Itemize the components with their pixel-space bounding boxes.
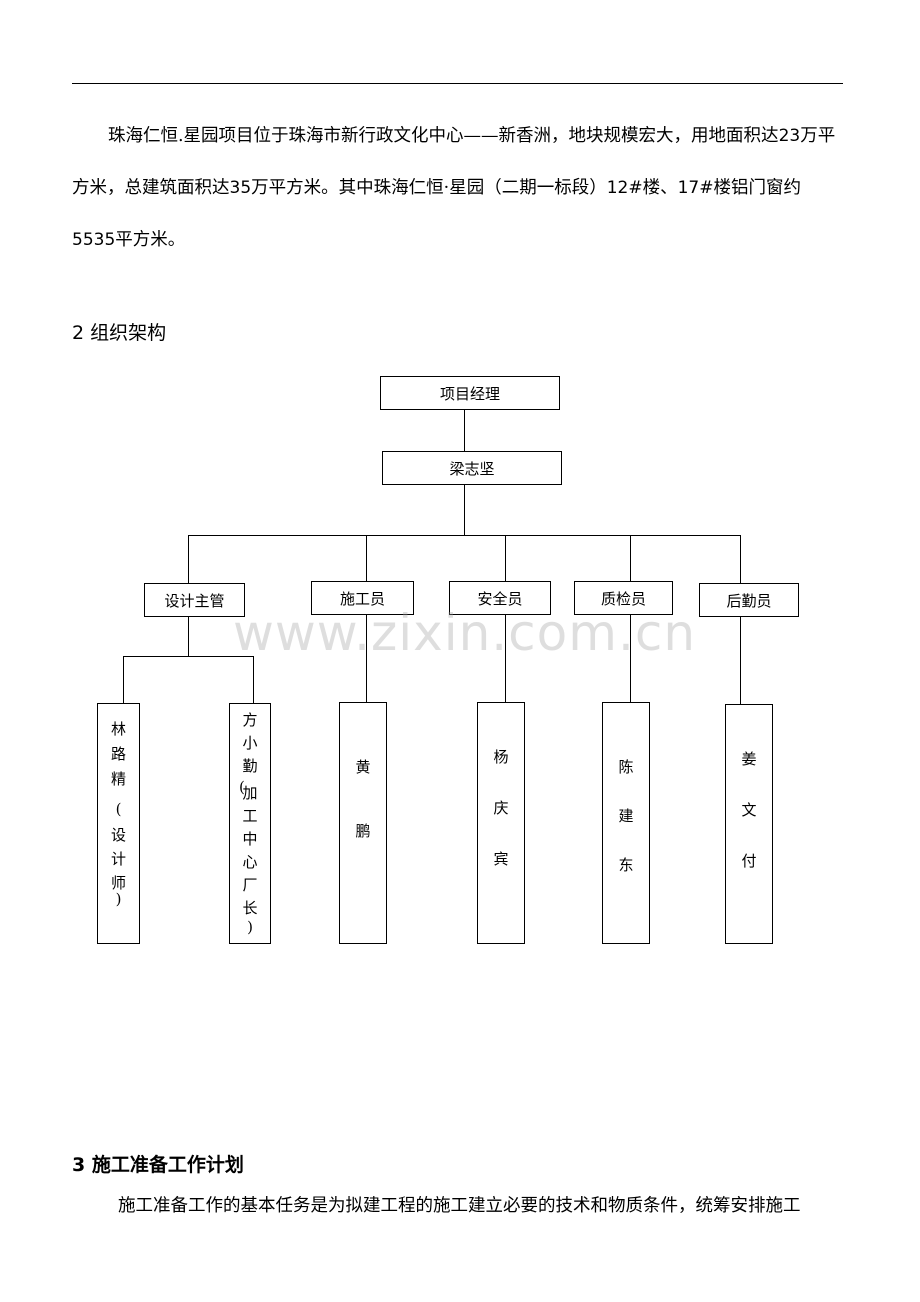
- person-char: 黄: [355, 758, 371, 776]
- org-person-2: 黄 鹏: [339, 702, 387, 944]
- org-node-leader: 梁志坚: [382, 451, 562, 485]
- node-label: 施工员: [339, 589, 385, 608]
- connector-line: [630, 535, 631, 582]
- person-char: 文: [741, 801, 757, 819]
- person-char: 姜: [741, 750, 757, 768]
- connector-line: [740, 535, 741, 583]
- node-label: 后勤员: [726, 591, 772, 610]
- org-person-1: 方 小 勤 ( 加 工 中 心 厂 长 ): [229, 703, 271, 944]
- person-char: 工: [242, 807, 258, 825]
- person-char: 鹏: [355, 822, 371, 840]
- connector-line: [505, 535, 506, 582]
- org-node-project-manager: 项目经理: [380, 376, 560, 410]
- org-person-5: 姜 文 付: [725, 704, 773, 944]
- org-node-design-supervisor: 设计主管: [144, 583, 245, 617]
- section-2-title: 2 组织架构: [72, 322, 167, 344]
- connector-line: [630, 614, 631, 702]
- connector-line: [464, 484, 465, 535]
- org-node-constructor: 施工员: [311, 581, 414, 615]
- org-person-0: 林 路 精 ( 设 计 师 ): [97, 703, 140, 944]
- node-label: 质检员: [600, 589, 646, 608]
- section-3-title: 3 施工准备工作计划: [72, 1154, 244, 1176]
- node-label: 梁志坚: [449, 459, 495, 478]
- person-char: 付: [741, 852, 757, 870]
- person-char: 建: [618, 807, 634, 825]
- person-char: (: [115, 800, 122, 818]
- person-char: 宾: [493, 850, 509, 868]
- connector-line: [188, 535, 189, 583]
- connector-line: [366, 535, 367, 582]
- person-char: ): [247, 918, 253, 936]
- person-char: 庆: [493, 799, 509, 817]
- person-char: 长: [242, 899, 258, 917]
- connector-line: [505, 614, 506, 702]
- person-char: 陈: [618, 758, 634, 776]
- connector-line: [188, 535, 740, 536]
- person-char: 加: [242, 784, 258, 802]
- person-char: 杨: [493, 748, 509, 766]
- person-char: 中: [242, 830, 258, 848]
- person-char: (: [239, 778, 245, 796]
- project-intro-paragraph: 珠海仁恒.星园项目位于珠海市新行政文化中心——新香洲，地块规模宏大，用地面积达2…: [72, 126, 836, 250]
- person-char: 方: [242, 711, 258, 729]
- node-label: 项目经理: [439, 384, 500, 403]
- person-char: 厂: [242, 876, 258, 894]
- header-rule: [72, 83, 843, 84]
- person-char: 勤: [242, 757, 258, 775]
- person-char: 心: [242, 853, 258, 871]
- connector-line: [123, 656, 124, 703]
- org-person-4: 陈 建 东: [602, 702, 650, 944]
- person-char: 设: [110, 826, 126, 844]
- node-label: 设计主管: [164, 591, 225, 610]
- person-char: 计: [110, 850, 126, 868]
- connector-line: [366, 614, 367, 702]
- org-person-3: 杨 庆 宾: [477, 702, 525, 944]
- person-char: 小: [242, 734, 258, 752]
- connector-line: [123, 656, 254, 657]
- connector-line: [740, 616, 741, 704]
- org-node-logistics: 后勤员: [699, 583, 799, 617]
- person-char: 林: [110, 720, 126, 738]
- section-3-paragraph: 施工准备工作的基本任务是为拟建工程的施工建立必要的技术和物质条件，统筹安排施工: [118, 1196, 801, 1216]
- person-char: 精: [110, 770, 126, 788]
- org-node-quality-inspector: 质检员: [574, 581, 673, 615]
- person-char: ): [115, 890, 122, 908]
- org-node-safety-officer: 安全员: [449, 581, 551, 615]
- person-char: 东: [618, 856, 634, 874]
- connector-line: [253, 656, 254, 703]
- person-char: 路: [110, 745, 126, 763]
- connector-line: [188, 616, 189, 656]
- node-label: 安全员: [477, 589, 523, 608]
- person-char: 师: [110, 874, 126, 892]
- connector-line: [464, 409, 465, 452]
